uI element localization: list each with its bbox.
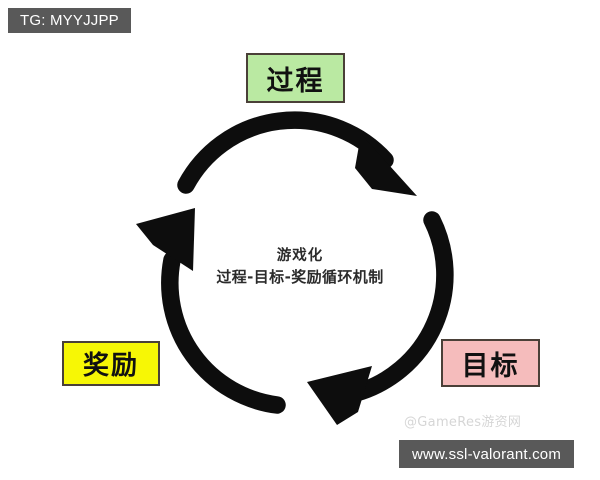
watermark-bottom-right-text: www.ssl-valorant.com [412,445,562,463]
node-label-goal: 目标 [461,350,520,382]
arrow-goal-to-reward [307,211,454,425]
watermark-top-left: TG: MYYJJPP [8,8,131,33]
watermark-bottom-right: www.ssl-valorant.com [399,440,575,468]
node-box-reward[interactable]: 奖励 [62,341,160,386]
caption-line-1: 游戏化 [276,248,324,264]
caption-line-2: 过程-目标-奖励循环机制 [216,267,384,286]
node-label-reward: 奖励 [82,351,139,381]
node-label-process: 过程 [266,65,325,97]
center-caption: 游戏化 过程-目标-奖励循环机制 [150,246,450,288]
watermark-gameres: @GameRes游资网 [404,415,522,430]
arrow-process-to-goal [177,111,417,196]
arrow-reward-to-process [136,208,286,414]
node-box-process[interactable]: 过程 [246,53,345,103]
node-box-goal[interactable]: 目标 [441,339,540,387]
watermark-top-left-text: TG: MYYJJPP [20,12,119,29]
